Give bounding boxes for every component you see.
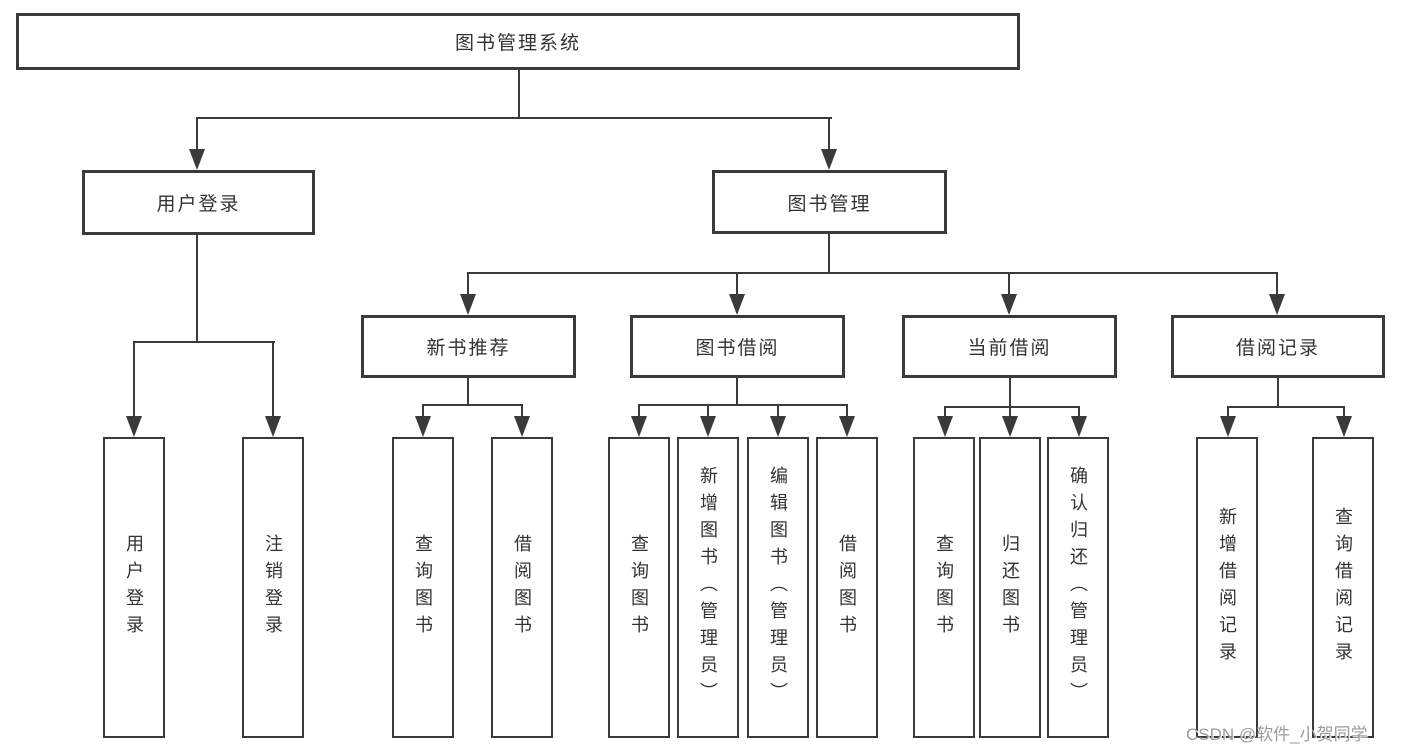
connector-line bbox=[196, 117, 198, 151]
leaf-label: 新增图书（管理员） bbox=[698, 466, 718, 709]
arrowhead-down-icon bbox=[265, 416, 281, 437]
node-label: 新书推荐 bbox=[426, 338, 511, 359]
connector-line bbox=[828, 117, 830, 151]
connector-line bbox=[518, 70, 520, 118]
leaf-edit-book-admin: 编辑图书（管理员） bbox=[747, 437, 809, 738]
leaf-label: 确认归还（管理员） bbox=[1068, 466, 1088, 709]
arrowhead-down-icon bbox=[770, 416, 786, 437]
arrowhead-down-icon bbox=[700, 416, 716, 437]
connector-line bbox=[1009, 406, 1011, 418]
connector-line bbox=[133, 341, 275, 343]
connector-line bbox=[1343, 406, 1345, 418]
leaf-label: 新增借阅记录 bbox=[1217, 506, 1237, 669]
node-book-borrow: 图书借阅 bbox=[630, 315, 845, 378]
connector-line bbox=[467, 272, 1278, 274]
connector-line bbox=[944, 406, 946, 418]
leaf-label: 用户登录 bbox=[124, 533, 144, 642]
csdn-watermark: CSDN @软件_小贺同学 bbox=[1186, 725, 1368, 744]
connector-line bbox=[1227, 406, 1345, 408]
leaf-user-login: 用户登录 bbox=[103, 437, 165, 738]
leaf-query-borrow-record: 查询借阅记录 bbox=[1312, 437, 1374, 738]
node-label: 图书借阅 bbox=[695, 338, 780, 359]
connector-line bbox=[777, 404, 779, 418]
connector-line bbox=[638, 404, 640, 418]
arrowhead-down-icon bbox=[937, 416, 953, 437]
connector-line bbox=[736, 272, 738, 296]
connector-line bbox=[272, 341, 274, 418]
leaf-return-book: 归还图书 bbox=[979, 437, 1041, 738]
connector-line bbox=[1276, 272, 1278, 296]
connector-line bbox=[828, 234, 830, 273]
connector-line bbox=[467, 272, 469, 296]
connector-line bbox=[638, 404, 848, 406]
arrowhead-down-icon bbox=[1269, 294, 1285, 315]
leaf-confirm-return-admin: 确认归还（管理员） bbox=[1047, 437, 1109, 738]
node-label: 当前借阅 bbox=[967, 338, 1052, 359]
arrowhead-down-icon bbox=[1220, 416, 1236, 437]
leaf-label: 查询图书 bbox=[934, 533, 954, 642]
connector-line bbox=[736, 378, 738, 405]
arrowhead-down-icon bbox=[1001, 294, 1017, 315]
connector-line bbox=[1078, 406, 1080, 418]
node-current-borrow: 当前借阅 bbox=[902, 315, 1117, 378]
leaf-label: 查询借阅记录 bbox=[1333, 506, 1353, 669]
connector-line bbox=[1009, 378, 1011, 407]
arrowhead-down-icon bbox=[126, 416, 142, 437]
connector-line bbox=[1277, 378, 1279, 407]
leaf-borrow-book: 借阅图书 bbox=[816, 437, 878, 738]
node-label: 用户登录 bbox=[156, 194, 241, 215]
connector-line bbox=[133, 341, 135, 418]
arrowhead-down-icon bbox=[460, 294, 476, 315]
connector-line bbox=[846, 404, 848, 418]
leaf-add-borrow-record: 新增借阅记录 bbox=[1196, 437, 1258, 738]
leaf-label: 编辑图书（管理员） bbox=[768, 466, 788, 709]
node-user-login: 用户登录 bbox=[82, 170, 315, 235]
arrowhead-down-icon bbox=[729, 294, 745, 315]
arrowhead-down-icon bbox=[631, 416, 647, 437]
connector-line bbox=[422, 404, 523, 406]
connector-line bbox=[422, 404, 424, 418]
node-library-management-system: 图书管理系统 bbox=[16, 13, 1020, 70]
connector-line bbox=[707, 404, 709, 418]
arrowhead-down-icon bbox=[1071, 416, 1087, 437]
leaf-query-book: 查询图书 bbox=[608, 437, 670, 738]
leaf-query-book: 查询图书 bbox=[913, 437, 975, 738]
arrowhead-down-icon bbox=[1002, 416, 1018, 437]
arrowhead-down-icon bbox=[839, 416, 855, 437]
leaf-label: 注销登录 bbox=[263, 533, 283, 642]
leaf-label: 借阅图书 bbox=[512, 533, 532, 642]
connector-line bbox=[1008, 272, 1010, 296]
connector-line bbox=[1227, 406, 1229, 418]
connector-line bbox=[196, 117, 832, 119]
arrowhead-down-icon bbox=[189, 149, 205, 170]
leaf-label: 查询图书 bbox=[413, 533, 433, 642]
node-label: 图书管理系统 bbox=[454, 33, 581, 54]
connector-line bbox=[944, 406, 1080, 408]
node-label: 借阅记录 bbox=[1235, 338, 1320, 359]
arrowhead-down-icon bbox=[1336, 416, 1352, 437]
arrowhead-down-icon bbox=[514, 416, 530, 437]
leaf-query-book: 查询图书 bbox=[392, 437, 454, 738]
node-borrow-records: 借阅记录 bbox=[1171, 315, 1385, 378]
connector-line bbox=[196, 235, 198, 342]
arrowhead-down-icon bbox=[821, 149, 837, 170]
leaf-borrow-book: 借阅图书 bbox=[491, 437, 553, 738]
leaf-label: 借阅图书 bbox=[837, 533, 857, 642]
connector-line bbox=[467, 378, 469, 405]
leaf-label: 归还图书 bbox=[1000, 533, 1020, 642]
node-new-book-recommend: 新书推荐 bbox=[361, 315, 576, 378]
leaf-logout-login: 注销登录 bbox=[242, 437, 304, 738]
leaf-label: 查询图书 bbox=[629, 533, 649, 642]
arrowhead-down-icon bbox=[415, 416, 431, 437]
connector-line bbox=[521, 404, 523, 418]
node-book-management: 图书管理 bbox=[712, 170, 947, 234]
node-label: 图书管理 bbox=[787, 193, 872, 215]
leaf-add-book-admin: 新增图书（管理员） bbox=[677, 437, 739, 738]
